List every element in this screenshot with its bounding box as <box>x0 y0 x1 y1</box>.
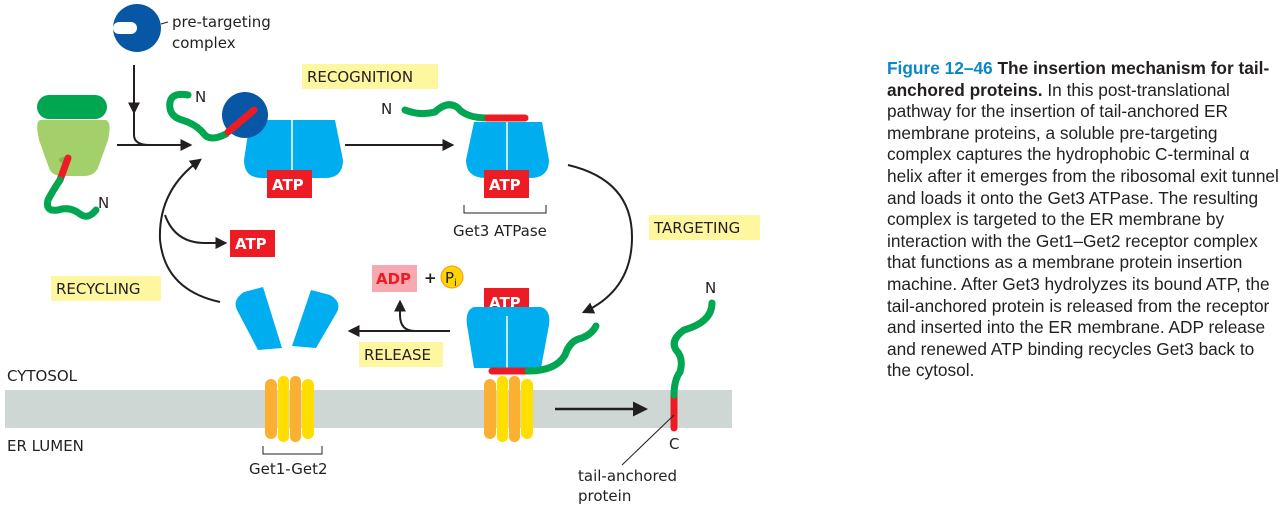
targeting-highlight <box>649 215 760 240</box>
get3-atpase-recognition <box>466 122 549 178</box>
arrow-recycling <box>158 158 221 303</box>
atp-box-recycling <box>230 230 275 257</box>
recognition-highlight <box>302 64 438 89</box>
get3-atpase-docked <box>466 307 550 368</box>
get1-get2-label: Get1-Get2 <box>249 460 328 478</box>
get1-get2-bracket <box>262 446 323 455</box>
plus-sign: + <box>424 269 437 287</box>
figure-number: Figure 12–46 <box>887 58 993 78</box>
recognition-chain <box>401 101 492 122</box>
adp-label: ADP <box>376 270 411 288</box>
atp-box-recognition <box>484 170 529 198</box>
atp-label-recycling: ATP <box>235 235 267 253</box>
ribosome-icon <box>37 95 110 176</box>
atp-label-loading: ATP <box>272 176 304 194</box>
pretargeting-label-line1: pre-targeting <box>172 13 271 31</box>
c-terminus-inserted: C <box>669 435 679 453</box>
pi-circle <box>440 265 464 289</box>
atp-label-recognition: ATP <box>489 176 521 194</box>
get3-atpase-loading <box>244 120 343 178</box>
n-terminus-inserted: N <box>705 279 716 297</box>
loading-chain <box>166 90 230 142</box>
er-lumen-label: ER LUMEN <box>7 437 84 455</box>
arrow-targeting <box>567 164 634 314</box>
tail-anchored-leader-line <box>621 414 675 466</box>
stage-recycling: RECYCLING <box>56 280 141 298</box>
get3-bracket <box>463 205 547 214</box>
figure-title: The insertion mechanism for tail-anchore… <box>887 58 1270 100</box>
cytosol-label: CYTOSOL <box>7 367 78 385</box>
nascent-chain-helix <box>56 154 72 184</box>
atp-box-loading <box>267 170 312 198</box>
adp-box <box>372 265 417 292</box>
stage-release: RELEASE <box>364 346 431 364</box>
get1-get2-receptor <box>265 376 314 442</box>
stage-recognition: RECOGNITION <box>307 68 413 86</box>
get3-atpase-opened <box>235 287 339 350</box>
figure-body: In this post-translational pathway for t… <box>887 79 1279 381</box>
figure-caption: Figure 12–46 The insertion mechanism for… <box>887 58 1282 382</box>
get1-get2-receptor-docked <box>484 376 533 442</box>
inserted-chain <box>670 299 716 399</box>
n-terminus-recognition: N <box>381 100 392 118</box>
loading-helix <box>224 106 258 136</box>
nascent-chain <box>44 176 100 220</box>
arrow-merge <box>133 112 151 146</box>
pretargeting-leader-line <box>160 21 169 25</box>
pi-label: Pi <box>445 269 457 289</box>
pretargeting-label-line2: complex <box>172 34 236 52</box>
pretargeting-complex-icon <box>113 4 161 52</box>
arrow-atp-rebind <box>164 214 228 249</box>
get3-atpase-label: Get3 ATPase <box>453 222 547 240</box>
release-highlight <box>359 342 443 367</box>
docked-chain <box>524 322 600 375</box>
n-terminus-loading: N <box>195 88 206 106</box>
recycling-highlight <box>51 276 161 301</box>
tail-anchored-insertion-diagram: CYTOSOL ER LUMEN pre-targeting complex N… <box>5 4 760 505</box>
stage-targeting: TARGETING <box>653 219 740 237</box>
tail-anchored-label-line2: protein <box>578 487 631 505</box>
tail-anchored-label-line1: tail-anchored <box>578 467 677 485</box>
n-terminus-ribosome: N <box>98 194 109 212</box>
arrow-adp-release <box>394 299 416 332</box>
